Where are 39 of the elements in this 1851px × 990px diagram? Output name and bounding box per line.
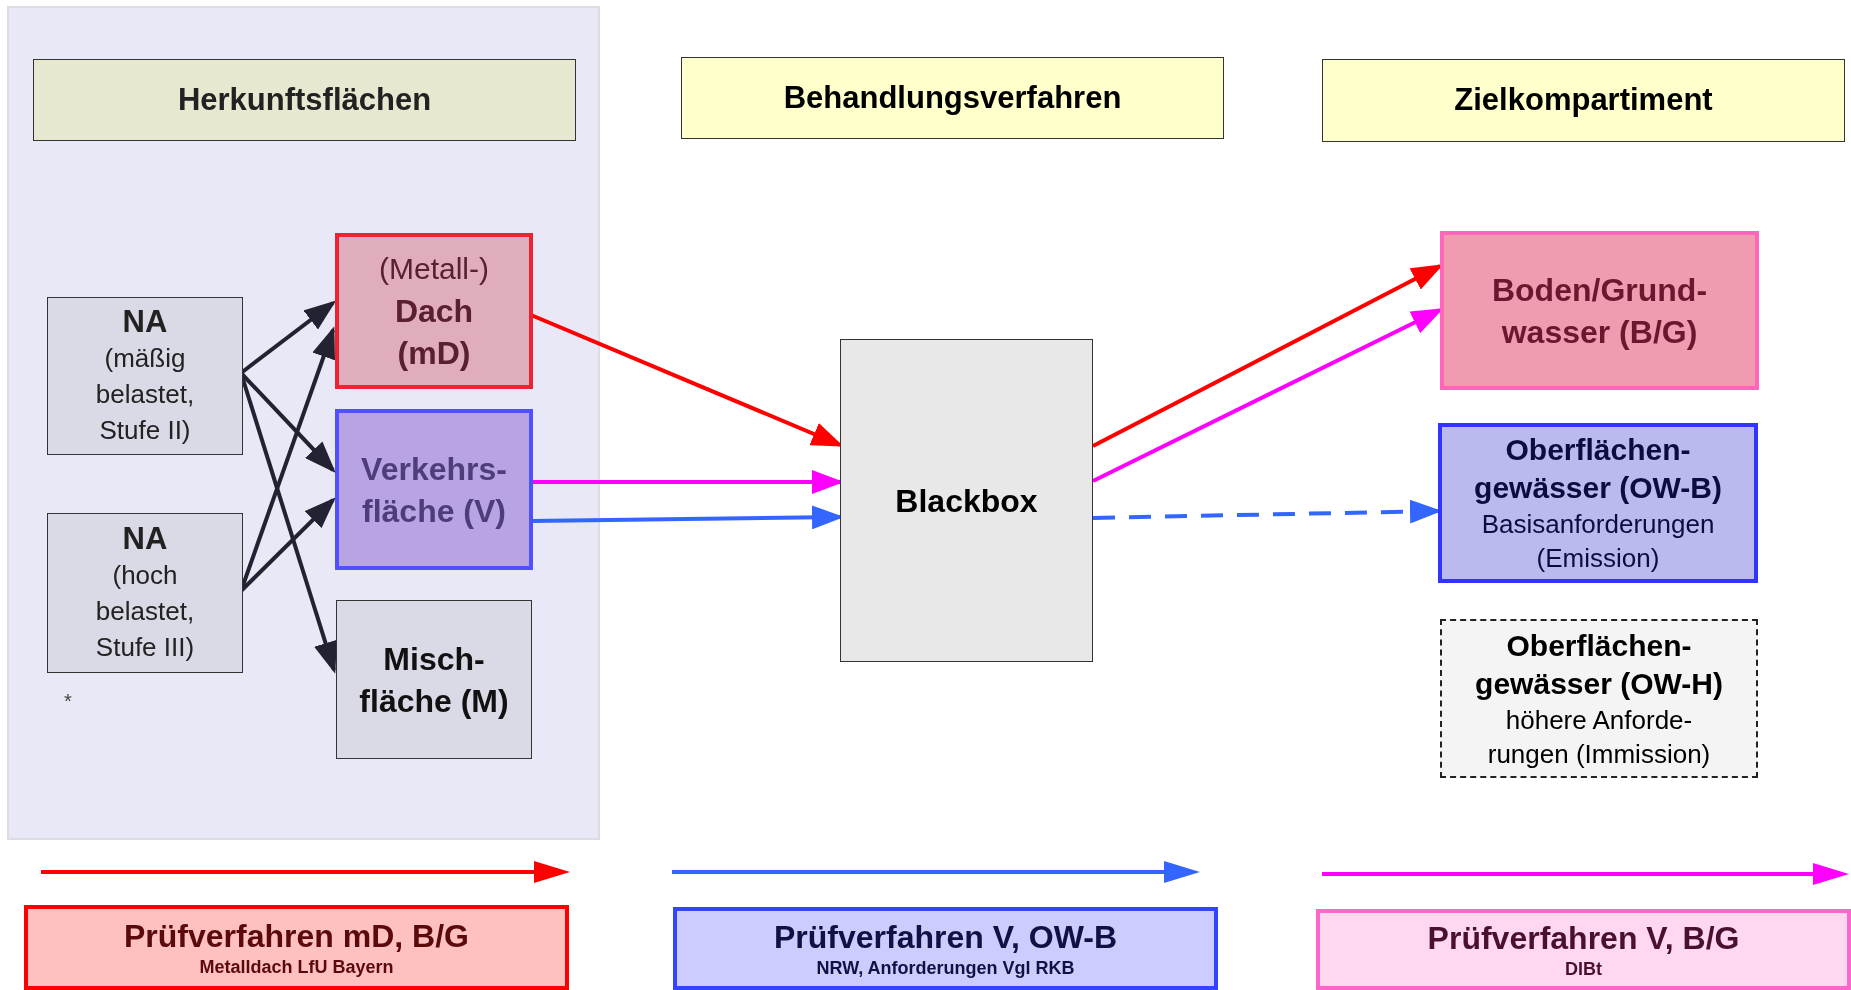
node-box <box>47 297 243 455</box>
node-text: Oberflächen- gewässer (OW-B) <box>1473 432 1723 506</box>
node-text: (hoch belastet, Stufe III) <box>94 559 196 664</box>
node-text: NRW, Anforderungen Vgl RKB <box>816 956 1075 980</box>
node-text: Zielkompartiment <box>1454 81 1713 120</box>
node-text: Basisanforderungen (Emission) <box>1480 508 1716 575</box>
process-box <box>840 339 1093 662</box>
node-text: Misch- fläche (M) <box>358 639 510 721</box>
node-text: Prüfverfahren V, OW-B <box>773 917 1118 956</box>
node-text: DIBt <box>1565 957 1602 981</box>
legend-box <box>1316 909 1851 990</box>
group-panel <box>7 6 600 840</box>
node-text: (Metall-) <box>379 251 489 287</box>
node-text: höhere Anforde- rungen (Immission) <box>1486 703 1712 771</box>
node-text: (mäßig belastet, Stufe II) <box>94 342 196 447</box>
node-text: Dach (mD) <box>393 292 475 373</box>
node-box <box>336 600 532 759</box>
column-header <box>1322 59 1845 142</box>
node-text: Herkunftsflächen <box>177 80 432 119</box>
node-box <box>335 409 533 570</box>
legend-box <box>673 907 1218 990</box>
node-box <box>335 233 533 389</box>
node-text: Metalldach LfU Bayern <box>199 955 394 979</box>
node-box <box>1440 231 1759 390</box>
node-text: Prüfverfahren V, B/G <box>1427 918 1740 957</box>
node-text: Behandlungsverfahren <box>783 78 1122 117</box>
node-text: Prüfverfahren mD, B/G <box>124 916 469 955</box>
legend-box <box>24 905 569 990</box>
node-box <box>1440 619 1758 778</box>
node-text: NA <box>122 521 168 557</box>
node-text: Verkehrs- fläche (V) <box>360 449 508 531</box>
node-text: Boden/Grund- wasser (B/G) <box>1490 270 1709 352</box>
node-text: Oberflächen- gewässer (OW-H) <box>1474 627 1724 702</box>
node-text: NA <box>122 304 168 340</box>
node-box <box>1438 423 1758 583</box>
column-header <box>681 57 1224 139</box>
column-header <box>33 59 576 141</box>
footnote-mark: * <box>64 689 72 714</box>
node-text: Blackbox <box>895 481 1038 521</box>
